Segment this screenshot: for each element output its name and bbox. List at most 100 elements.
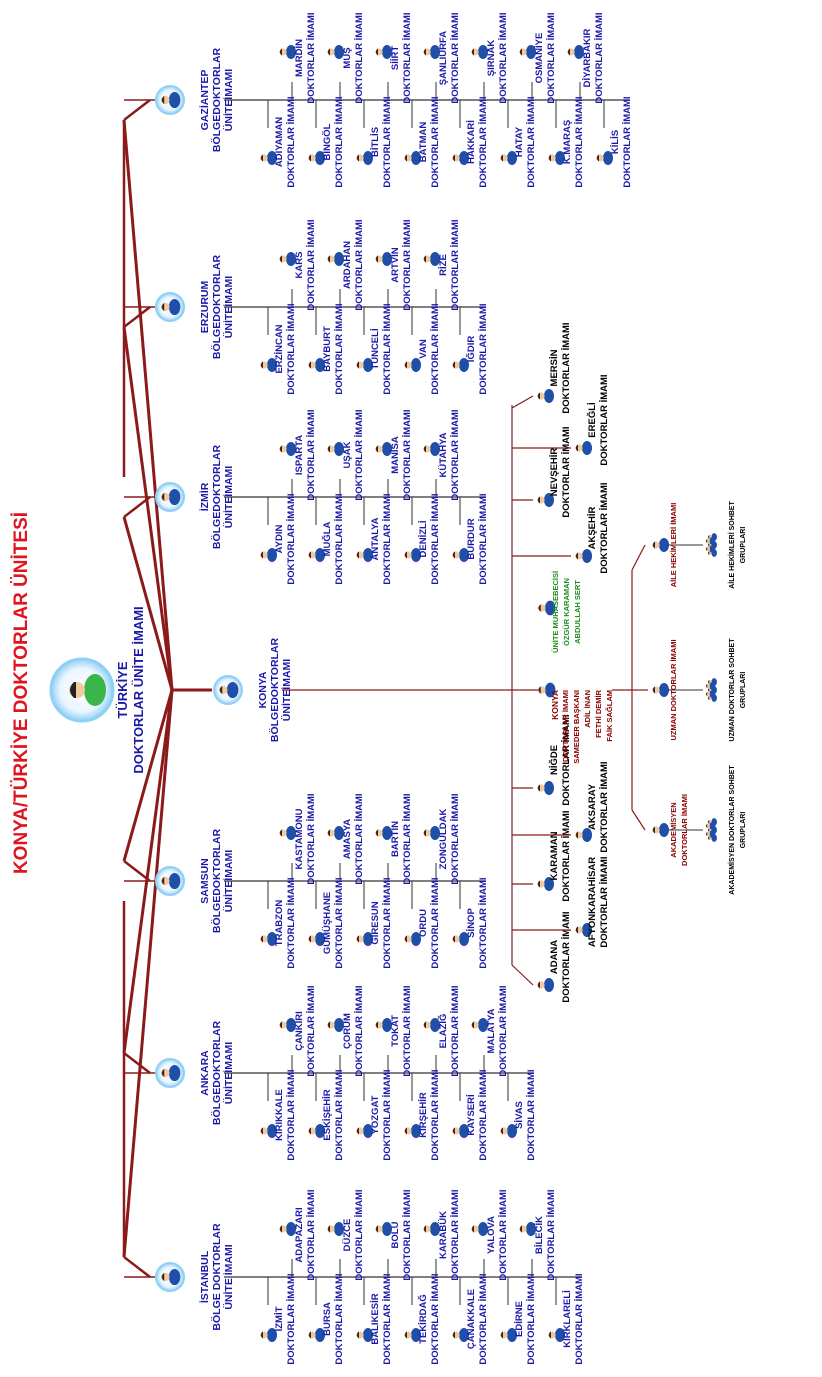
doctor-icon: [260, 548, 277, 562]
doctor-icon: [404, 932, 421, 946]
role-label: DOKTORLAR İMAMI: [526, 1069, 537, 1160]
doctor-icon: [519, 45, 536, 59]
city-label: NEVŞEHİR: [549, 448, 560, 497]
doctor-icon: [356, 358, 373, 372]
connector-line: [123, 306, 151, 328]
region-subtitle: BÖLGEDOKTORLAR: [210, 47, 223, 152]
role-label: DOKTORLAR İMAMI: [354, 409, 365, 500]
group-imam-icon: [652, 683, 669, 697]
role-label: DOKTORLAR İMAMI: [286, 1273, 297, 1364]
city-label: KARAMAN: [549, 831, 560, 880]
city-label: KÜTAHYA: [438, 432, 449, 477]
konya-center-name: KONYA: [550, 690, 560, 720]
role-label: DOKTORLAR İMAMI: [478, 303, 489, 394]
city-label: GİRESUN: [370, 901, 381, 944]
small-person-icon: [705, 682, 715, 690]
role-label: DOKTORLAR İMAMI: [478, 1273, 489, 1364]
role-label: DOKTORLAR İMAMI: [450, 793, 461, 884]
city-label: ELAZIĞ: [437, 1014, 449, 1049]
doctor-icon: [356, 1124, 373, 1138]
city-label: BOLU: [390, 1221, 401, 1248]
region-subtitle: BÖLGEDOKTORLAR: [268, 637, 281, 742]
role-label: DOKTORLAR İMAMI: [450, 12, 461, 103]
doctor-icon: [327, 252, 344, 266]
connector-line: [123, 860, 151, 882]
doctor-icon: [375, 442, 392, 456]
city-label: MARDİN: [294, 39, 305, 77]
region-imam-node: [213, 675, 243, 705]
role-label: DOKTORLAR İMAMI: [382, 1069, 393, 1160]
regional-imam-icon: [161, 488, 181, 506]
city-label: EDİRNE: [514, 1301, 525, 1337]
city-label: ŞANLIURFA: [438, 31, 449, 86]
doctor-icon: [260, 1328, 277, 1342]
role-label: DOKTORLAR İMAMI: [450, 219, 461, 310]
regional-imam-icon: [161, 91, 181, 109]
konya-center-line: ADİL İNAN: [583, 690, 592, 728]
city-label: MALATYA: [486, 1008, 497, 1053]
role-label: DOKTORLAR İMAMI: [354, 793, 365, 884]
doctor-icon: [327, 1222, 344, 1236]
role-label: DOKTORLAR İMAMI: [561, 810, 572, 901]
role-label: DOKTORLAR İMAMI: [334, 303, 345, 394]
role-label: DOKTORLAR İMAMI: [498, 985, 509, 1076]
small-person-icon: [705, 822, 715, 830]
region-name: KONYA: [257, 671, 269, 708]
city-label: ARDAHAN: [342, 241, 353, 289]
root-node: TÜRKİYE DOKTORLAR ÜNİTE İMAMI: [49, 606, 146, 774]
city-label: ADANA: [549, 940, 560, 974]
connector-line: [631, 544, 646, 571]
doctor-icon: [260, 1124, 277, 1138]
role-label: DOKTORLAR İMAMI: [546, 12, 557, 103]
role-label: DOKTORLAR İMAMI: [382, 96, 393, 187]
root-title: TÜRKİYE: [115, 661, 130, 718]
city-label: BURSA: [322, 1302, 333, 1336]
city-label: KİLİS: [610, 130, 621, 154]
role-label: DOKTORLAR İMAMI: [402, 793, 413, 884]
city-label: DİYARBAKIR: [582, 28, 593, 87]
doctor-icon: [356, 548, 373, 562]
connector-line: [122, 516, 174, 691]
city-label: TOKAT: [390, 1015, 401, 1047]
role-label: DOKTORLAR İMAMI: [498, 1189, 509, 1280]
city-label: BİNGÖL: [322, 123, 333, 160]
role-label: DOKTORLAR İMAMI: [382, 877, 393, 968]
city-label: BALIKESİR: [370, 1293, 381, 1344]
doctor-icon: [308, 932, 325, 946]
doctor-icon: [423, 826, 440, 840]
role-label: DOKTORLAR İMAMI: [334, 877, 345, 968]
connector-line: [511, 395, 534, 409]
city-label: TUNCELİ: [370, 328, 381, 369]
role-label: DOKTORLAR İMAMI: [402, 219, 413, 310]
city-label: KIRKLARELİ: [562, 1290, 573, 1348]
city-label: MUŞ: [342, 47, 353, 68]
doctor-icon: [308, 1328, 325, 1342]
doctor-icon: [260, 151, 277, 165]
connector-line: [122, 689, 174, 862]
role-label: DOKTORLAR İMAMI: [561, 322, 572, 413]
doctor-icon: [452, 1124, 469, 1138]
city-label: SİNOP: [466, 908, 477, 938]
doctor-icon: [404, 358, 421, 372]
city-label: BAYBURT: [322, 326, 333, 372]
connector-line: [122, 689, 174, 1054]
city-label: TEKİRDAĞ: [417, 1294, 429, 1344]
city-label: ÇANKIRI: [294, 1011, 305, 1051]
region-imam-node: [155, 482, 185, 512]
role-label: DOKTORLAR İMAMI: [306, 219, 317, 310]
regional-imam-icon: [161, 872, 181, 890]
doctor-icon: [375, 252, 392, 266]
city-label: KIRIKKALE: [274, 1089, 285, 1141]
doctor-icon: [500, 1124, 517, 1138]
doctor-icon: [537, 781, 554, 795]
doctor-icon: [537, 877, 554, 891]
city-label: BİTLİS: [370, 127, 381, 157]
region-subtitle: BÖLGE DOKTORLAR: [210, 1223, 223, 1331]
region-name: İZMİR: [198, 482, 211, 511]
chat-group-label: AKADEMİSYEN DOKTORLAR SOHBET: [728, 765, 736, 895]
city-label: ARTVİN: [390, 247, 401, 283]
doctor-icon: [519, 1222, 536, 1236]
